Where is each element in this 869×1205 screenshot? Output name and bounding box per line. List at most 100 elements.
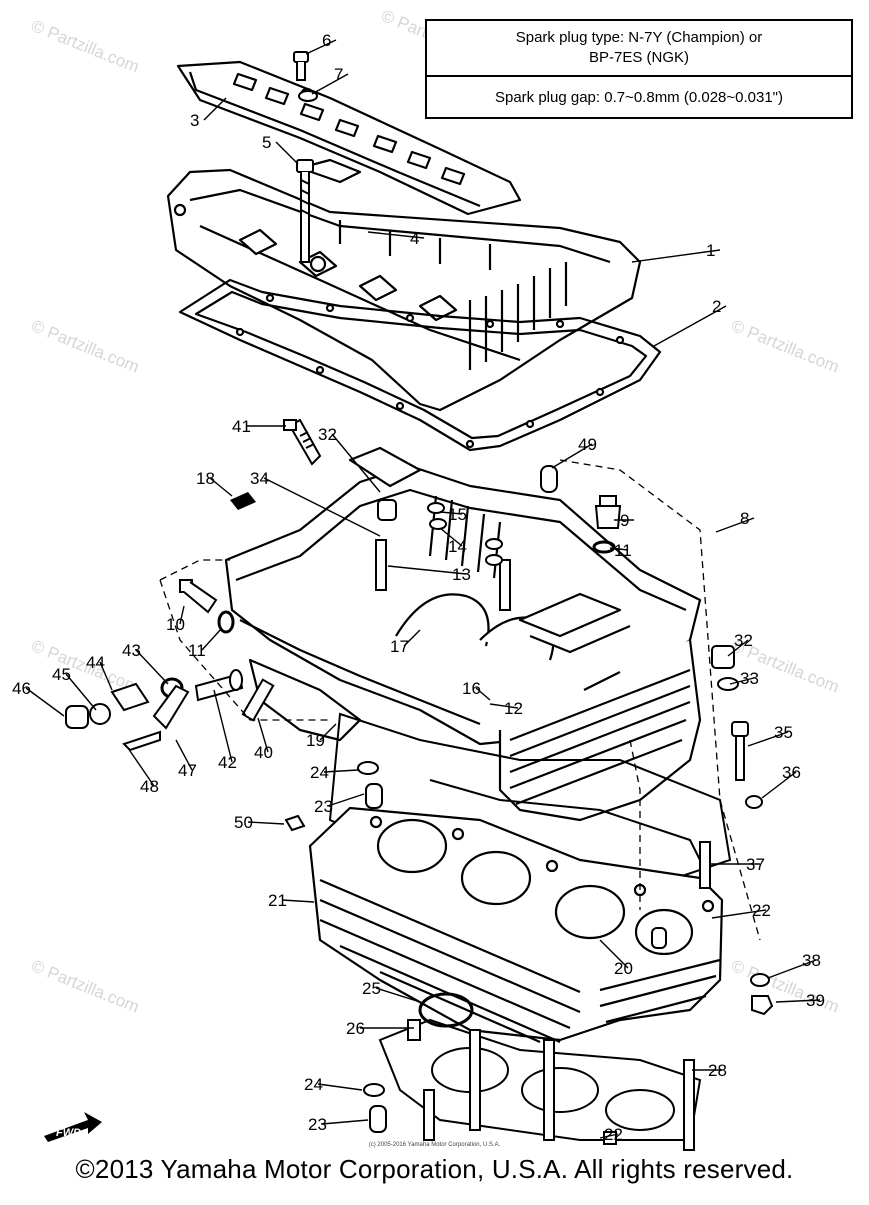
- callout-26: 26: [346, 1019, 365, 1038]
- leader-line: [375, 987, 421, 1003]
- dowel-22: [651, 927, 667, 949]
- leader-line: [213, 689, 233, 763]
- leader-line: [209, 477, 233, 497]
- callout-11: 11: [614, 541, 632, 560]
- leader-line: [321, 1119, 369, 1125]
- leader-line: [729, 677, 755, 685]
- leader-line: [609, 547, 629, 551]
- callout-37: 37: [746, 855, 765, 874]
- callout-35: 35: [774, 723, 793, 742]
- callout-34: 34: [250, 469, 269, 488]
- callout-33: 33: [740, 669, 759, 688]
- leader-line: [275, 141, 299, 165]
- leader-line: [475, 687, 491, 701]
- callout-40: 40: [254, 743, 273, 762]
- leader-line: [179, 605, 185, 625]
- leader-line: [127, 747, 155, 787]
- leader-lines: [25, 39, 821, 1139]
- nuts-14-15: [427, 502, 503, 566]
- damper-50: [284, 814, 306, 832]
- leader-line: [711, 909, 767, 919]
- watermark-text: © Partzilla.com: [729, 316, 842, 377]
- washer-38: [750, 973, 770, 987]
- watermark-text: © Partzilla.com: [29, 316, 142, 377]
- washer-36: [745, 795, 763, 809]
- small-copyright: (c) 2005-2016 Yamaha Motor Corporation, …: [368, 1142, 501, 1148]
- oil-bolt-9: [594, 495, 622, 529]
- cam-cover: [166, 158, 642, 412]
- guides-upper: [357, 761, 383, 809]
- leader-line: [439, 527, 463, 547]
- leader-line: [403, 629, 421, 647]
- leader-line: [727, 639, 749, 657]
- leader-line: [311, 73, 349, 95]
- leader-line: [599, 939, 629, 969]
- callout-3: 3: [190, 111, 199, 130]
- callout-15: 15: [448, 505, 467, 524]
- leader-line: [175, 739, 193, 771]
- callout-7: 7: [334, 65, 343, 84]
- tach-drive-parts: [65, 669, 244, 752]
- callout-42: 42: [218, 753, 237, 772]
- stud-40: [241, 678, 275, 722]
- callout-16: 16: [462, 679, 481, 698]
- leader-line: [201, 627, 223, 651]
- studs: [375, 499, 511, 611]
- o-ring-11a: [592, 540, 616, 554]
- callout-8: 8: [740, 509, 749, 528]
- callout-6: 6: [322, 31, 331, 50]
- copyright-footer: ©2013 Yamaha Motor Corporation, U.S.A. A…: [75, 1154, 794, 1184]
- key-18: [230, 492, 256, 510]
- guides-lower: [363, 1083, 617, 1145]
- callout-9: 9: [620, 511, 629, 530]
- callout-48: 48: [140, 777, 159, 796]
- callout-25: 25: [362, 979, 381, 998]
- callout-21: 21: [268, 891, 287, 910]
- cover-bracket: [176, 60, 522, 216]
- callout-20: 20: [614, 959, 633, 978]
- cylinder-head: [224, 446, 702, 822]
- callout-24: 24: [310, 763, 329, 782]
- callout-14: 14: [448, 537, 467, 556]
- callout-10: 10: [166, 615, 185, 634]
- leader-line: [25, 687, 65, 717]
- callout-19: 19: [306, 731, 325, 750]
- callout-4: 4: [410, 229, 419, 248]
- callout-18: 18: [196, 469, 215, 488]
- leader-line: [387, 565, 467, 575]
- assembly-outlines: [159, 459, 761, 941]
- spark-plug-type-line2: BP-7ES (NGK): [588, 49, 690, 66]
- callout-39: 39: [806, 991, 825, 1010]
- cap-32: [711, 645, 735, 669]
- leader-line: [317, 1083, 363, 1091]
- leader-line: [65, 673, 97, 711]
- callout-1: 1: [706, 241, 715, 260]
- leader-line: [305, 39, 337, 55]
- leader-line: [551, 443, 593, 469]
- sensor-10: [179, 579, 218, 614]
- callout-24: 24: [304, 1075, 323, 1094]
- callout-50: 50: [234, 813, 253, 832]
- bolt-5: [296, 159, 314, 263]
- leader-line: [439, 511, 463, 515]
- leader-line: [331, 433, 381, 493]
- fwd-label: FWD: [56, 1127, 81, 1139]
- leader-line: [599, 1133, 619, 1139]
- leader-line: [327, 793, 365, 807]
- leader-line: [489, 703, 519, 709]
- callout-44: 44: [86, 653, 105, 672]
- callout-23: 23: [314, 797, 333, 816]
- stud-37: [699, 841, 711, 889]
- nut-39: [751, 995, 774, 1016]
- callout-32: 32: [318, 425, 337, 444]
- leader-line: [767, 959, 817, 979]
- cover-gasket: [178, 278, 662, 452]
- leader-line: [775, 999, 821, 1003]
- callout-46: 46: [12, 679, 31, 698]
- callout-12: 12: [504, 699, 523, 718]
- leader-line: [715, 517, 755, 533]
- leader-line: [263, 477, 381, 537]
